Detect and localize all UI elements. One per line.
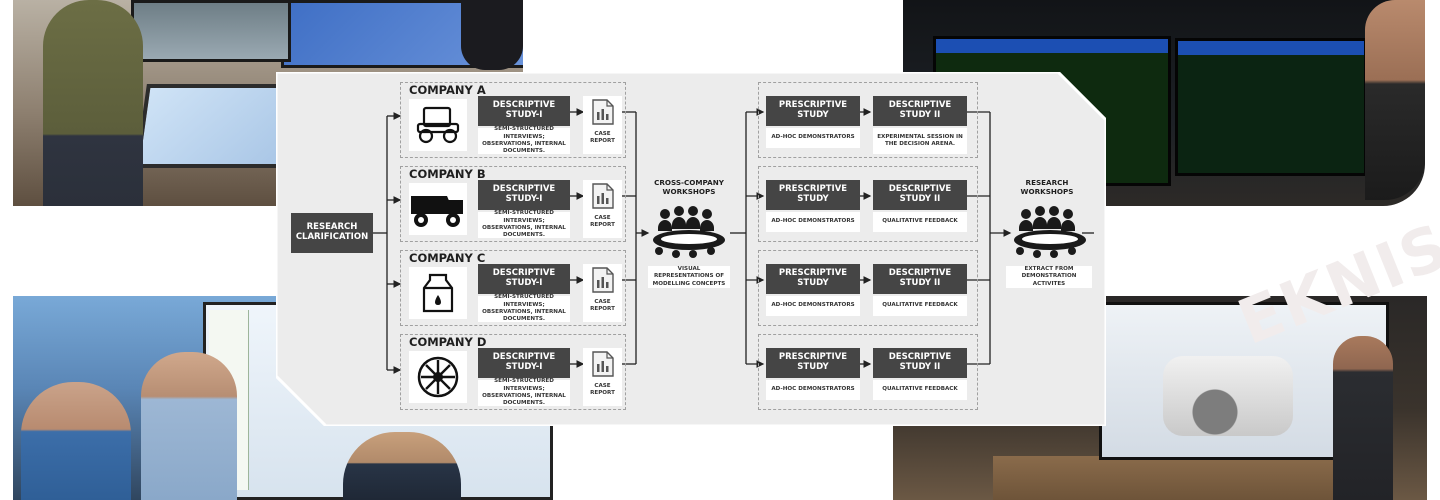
research-workshops-title: RESEARCH WORKSHOPS	[1020, 178, 1074, 197]
dump-truck-icon	[409, 183, 467, 235]
case-report: CASE REPORT	[583, 180, 622, 238]
cross-company-title: CROSS-COMPANY WORKSHOPS	[654, 178, 724, 197]
demonstrator-label: AD-HOC DEMONSTRATORS	[766, 380, 860, 400]
report-icon	[591, 267, 615, 298]
group-meeting-icon	[649, 202, 729, 262]
case-report-label: CASE REPORT	[590, 131, 615, 145]
report-icon	[591, 351, 615, 382]
group-meeting-icon	[1010, 202, 1090, 262]
demonstrator-label: AD-HOC DEMONSTRATORS	[766, 296, 860, 316]
descriptive-study-box: DESCRIPTIVE STUDY-I	[478, 264, 570, 294]
monitor	[1175, 38, 1367, 176]
case-report-label: CASE REPORT	[590, 383, 615, 397]
research-design-diagram: RESEARCH CLARIFICATION COMPANY A DESCRIP…	[276, 72, 1106, 426]
company-title: COMPANY A	[409, 83, 486, 97]
research-clarification-box: RESEARCH CLARIFICATION	[291, 213, 373, 253]
prescriptive-study-box: PRESCRIPTIVE STUDY	[766, 180, 860, 210]
touch-table	[135, 84, 297, 168]
methods-label: SEMI-STRUCTURED INTERVIEWS; OBSERVATIONS…	[478, 210, 570, 238]
person	[1365, 0, 1425, 200]
person	[1333, 336, 1393, 500]
floor	[993, 456, 1373, 500]
person	[21, 382, 131, 500]
person	[43, 0, 143, 206]
company-row	[400, 82, 626, 158]
descriptive-study-ii-box: DESCRIPTIVE STUDY II	[873, 180, 967, 210]
report-icon	[591, 99, 615, 130]
demonstrator-label: AD-HOC DEMONSTRATORS	[766, 128, 860, 148]
company-title: COMPANY C	[409, 251, 486, 265]
case-report-label: CASE REPORT	[590, 215, 615, 229]
person	[343, 432, 461, 500]
descriptive-study-box: DESCRIPTIVE STUDY-I	[478, 96, 570, 126]
prescriptive-row	[758, 166, 978, 242]
demonstrator-label: AD-HOC DEMONSTRATORS	[766, 212, 860, 232]
company-title: COMPANY B	[409, 167, 486, 181]
descriptive-study-ii-box: DESCRIPTIVE STUDY II	[873, 264, 967, 294]
feedback-label: EXPERIMENTAL SESSION IN THE DECISION ARE…	[873, 128, 967, 154]
prescriptive-study-box: PRESCRIPTIVE STUDY	[766, 348, 860, 378]
company-title: COMPANY D	[409, 335, 487, 349]
prescriptive-row	[758, 82, 978, 158]
research-workshops-caption: EXTRACT FROM DEMONSTRATION ACTIVITES	[1006, 266, 1092, 288]
descriptive-study-box: DESCRIPTIVE STUDY-I	[478, 180, 570, 210]
case-report: CASE REPORT	[583, 264, 622, 322]
prescriptive-study-box: PRESCRIPTIVE STUDY	[766, 96, 860, 126]
feedback-label: QUALITATIVE FEEDBACK	[873, 296, 967, 316]
wall-screen	[131, 0, 291, 62]
road-roller-icon	[409, 99, 467, 151]
prescriptive-study-box: PRESCRIPTIVE STUDY	[766, 264, 860, 294]
case-report: CASE REPORT	[583, 96, 622, 154]
prescriptive-row	[758, 334, 978, 410]
feedback-label: QUALITATIVE FEEDBACK	[873, 380, 967, 400]
company-row	[400, 334, 626, 410]
turbine-icon	[409, 351, 467, 403]
cross-company-caption: VISUAL REPRESENTATIONS OF MODELLING CONC…	[648, 266, 730, 288]
road-roller-model	[1163, 356, 1293, 436]
descriptive-study-ii-box: DESCRIPTIVE STUDY II	[873, 96, 967, 126]
case-report: CASE REPORT	[583, 348, 622, 406]
company-row	[400, 250, 626, 326]
methods-label: SEMI-STRUCTURED INTERVIEWS; OBSERVATIONS…	[478, 126, 570, 154]
report-icon	[591, 183, 615, 214]
descriptive-study-ii-box: DESCRIPTIVE STUDY II	[873, 348, 967, 378]
person	[461, 0, 523, 70]
milk-carton-icon	[409, 267, 467, 319]
person	[141, 352, 237, 500]
flow-arrows	[373, 108, 1094, 374]
case-report-label: CASE REPORT	[590, 299, 615, 313]
descriptive-study-box: DESCRIPTIVE STUDY-I	[478, 348, 570, 378]
methods-label: SEMI-STRUCTURED INTERVIEWS; OBSERVATIONS…	[478, 294, 570, 322]
feedback-label: QUALITATIVE FEEDBACK	[873, 212, 967, 232]
methods-label: SEMI-STRUCTURED INTERVIEWS; OBSERVATIONS…	[478, 378, 570, 406]
prescriptive-row	[758, 250, 978, 326]
company-row	[400, 166, 626, 242]
